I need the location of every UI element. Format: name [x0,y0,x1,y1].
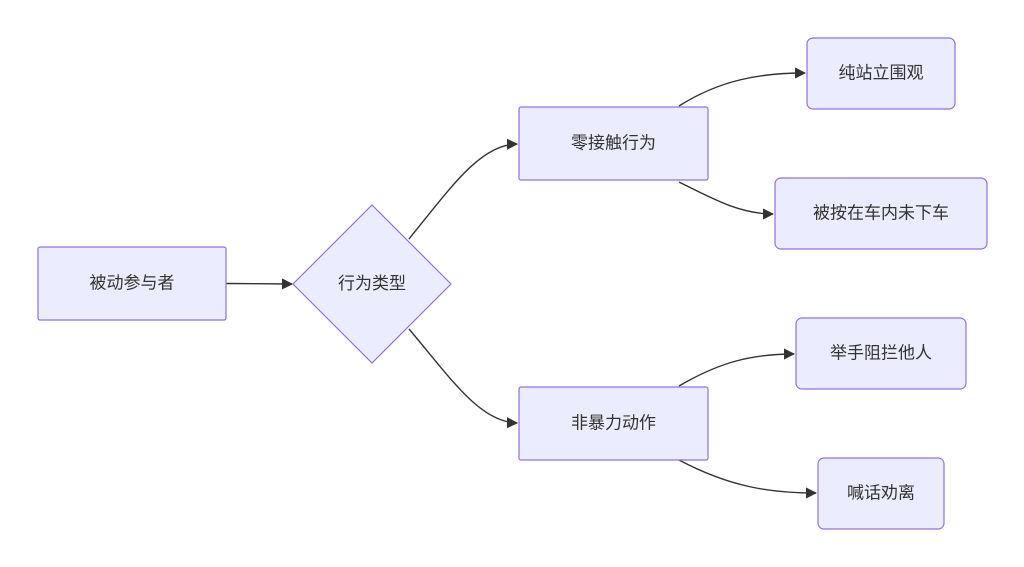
node-behavior-type-shape [292,204,452,364]
node-behavior-type[interactable]: 行为类型 [292,204,452,364]
node-no-contact-behavior-label: 零接触行为 [571,134,656,154]
node-passive-participant-shape [37,246,227,321]
node-pinned-in-car-label: 被按在车内未下车 [813,204,949,224]
edges [225,67,818,499]
node-non-violent-action-label: 非暴力动作 [571,414,656,434]
node-raise-hand-block-label: 举手阻拦他人 [830,344,932,364]
edge-no-contact-to-watch [678,67,807,107]
edge-decision-to-no-contact [408,138,519,240]
edge-root-to-decision [225,278,294,290]
node-behavior-type-label: 行为类型 [338,274,406,294]
node-raise-hand-block[interactable]: 举手阻拦他人 [795,317,967,390]
node-shout-dissuade-shape [817,457,945,530]
edge-decision-to-non-violent [408,328,519,429]
node-non-violent-action-shape [518,386,709,461]
node-standing-watch-shape [806,37,956,110]
node-no-contact-behavior-shape [518,106,709,181]
node-shout-dissuade[interactable]: 喊话劝离 [817,457,945,530]
node-standing-watch[interactable]: 纯站立围观 [806,37,956,110]
node-standing-watch-label: 纯站立围观 [839,64,924,84]
edge-no-contact-to-in-car [678,181,775,220]
edge-non-violent-to-shout [678,459,818,499]
node-passive-participant-label: 被动参与者 [90,274,175,294]
node-non-violent-action[interactable]: 非暴力动作 [518,386,709,461]
node-passive-participant[interactable]: 被动参与者 [37,246,227,321]
node-shout-dissuade-label: 喊话劝离 [847,484,915,504]
node-pinned-in-car-shape [774,177,988,250]
edge-non-violent-to-raise-hand [678,348,796,387]
node-no-contact-behavior[interactable]: 零接触行为 [518,106,709,181]
node-raise-hand-block-shape [795,317,967,390]
node-pinned-in-car[interactable]: 被按在车内未下车 [774,177,988,250]
